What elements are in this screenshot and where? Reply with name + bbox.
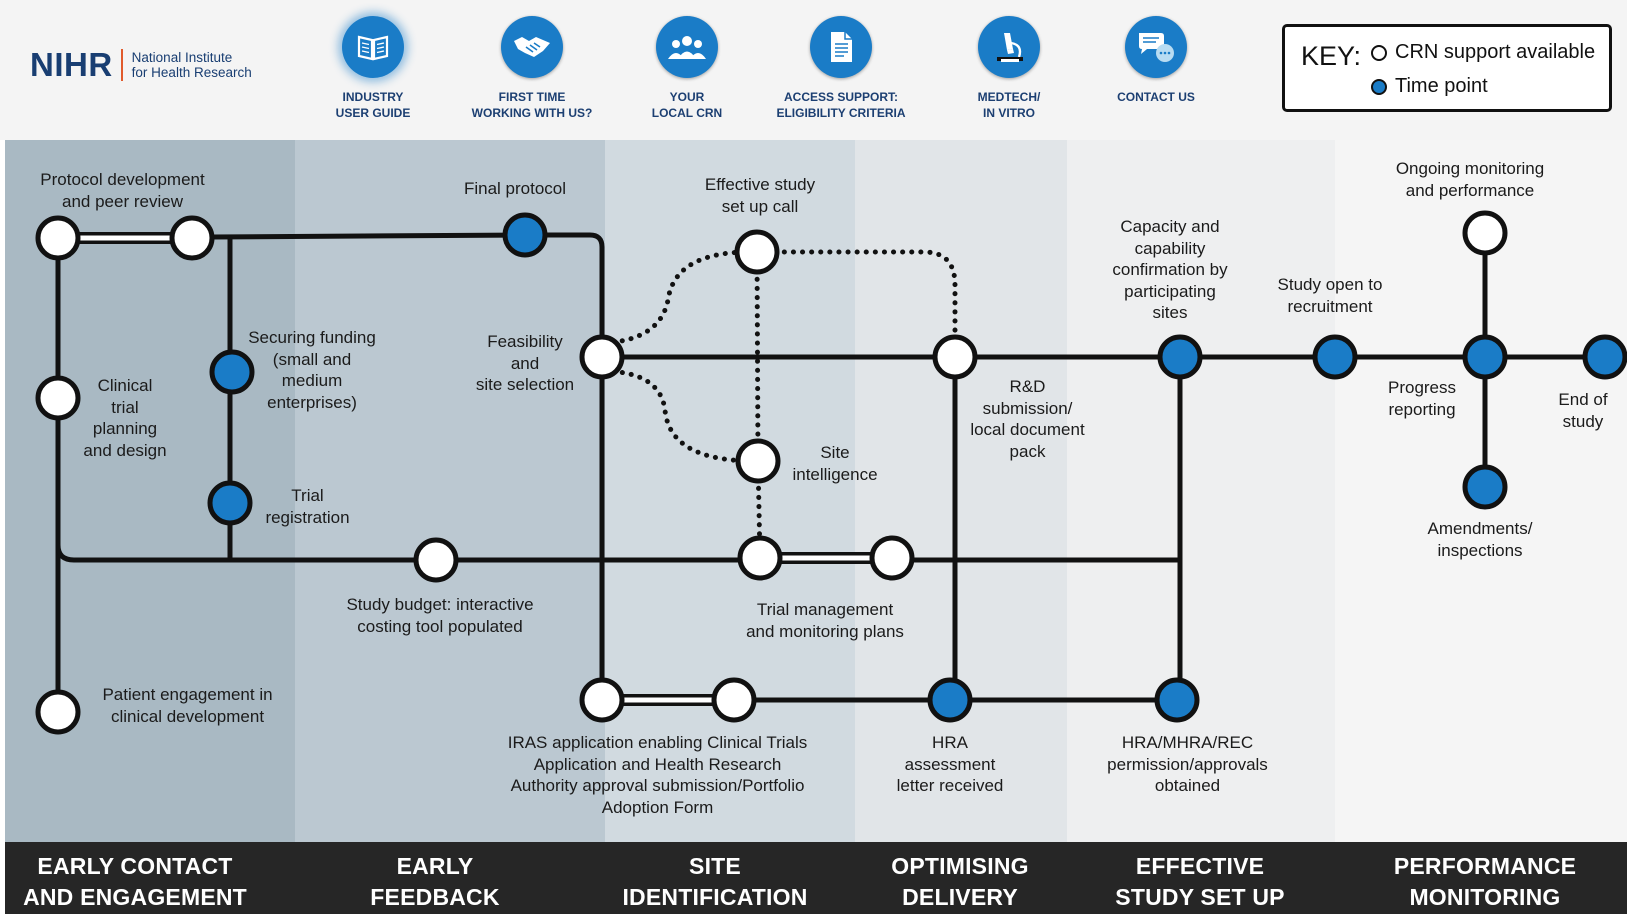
node-trial-mgmt-start: [737, 535, 783, 581]
nav-access-support[interactable]: ACCESS SUPPORT:ELIGIBILITY CRITERIA: [756, 16, 926, 121]
key-row-filled: Time point: [1371, 75, 1488, 98]
label-iras-application: IRAS application enabling Clinical Trial…: [507, 733, 808, 817]
path-top: [55, 232, 605, 703]
filled-circle-icon: [1371, 78, 1387, 95]
logo-wordmark: NIHR: [30, 46, 113, 83]
node-iras-end: [711, 677, 757, 723]
stage-bg-site-identification: [605, 140, 855, 842]
node-hra-letter: [927, 677, 973, 723]
label-progress-reporting: Progress reporting: [1387, 378, 1457, 419]
dotted-path: [601, 368, 761, 464]
node-patient-engagement: [35, 689, 81, 735]
label-trial-management: Trial management and monitoring plans: [746, 600, 904, 641]
path-middle: [55, 542, 1183, 563]
node-rd-submission: [932, 334, 978, 380]
node-protocol-start: [35, 215, 81, 261]
double-connector: [602, 697, 734, 703]
document-icon: [810, 16, 872, 78]
label-study-open: Study open to recruitment: [1277, 275, 1383, 316]
node-trial-mgmt-end: [869, 535, 915, 581]
microscope-icon: [978, 16, 1040, 78]
label-hra-mhra-rec: HRA/MHRA/REC permission/approvals obtain…: [1107, 733, 1268, 795]
nav-medtech-in-vitro[interactable]: MEDTECH/IN VITRO: [924, 16, 1094, 121]
node-iras-start: [579, 677, 625, 723]
stage-bg-optimising-delivery: [855, 140, 1067, 842]
label-securing-funding: Securing funding (small and medium enter…: [248, 328, 376, 412]
label-end-of-study: End of study: [1558, 390, 1608, 431]
stage-footer: [5, 842, 1627, 914]
label-trial-registration: Trial registration: [265, 486, 350, 527]
node-feasibility: [579, 334, 625, 380]
chat-bubbles-icon: [1125, 16, 1187, 78]
label-site-intelligence: Site intelligence: [792, 443, 878, 484]
book-icon: [342, 16, 404, 78]
node-ongoing-monitoring: [1462, 210, 1508, 256]
node-study-budget: [413, 537, 459, 583]
node-hra-mhra: [1154, 677, 1200, 723]
label-capacity: Capacity and capability confirmation by …: [1112, 217, 1228, 322]
stage-bg-effective-setup: [1067, 140, 1335, 842]
label-effective-call: Effective study set up call: [704, 175, 816, 216]
dotted-path: [601, 249, 760, 346]
double-connector: [760, 555, 892, 561]
stage-bg-early-feedback: [295, 140, 605, 842]
node-capacity: [1157, 334, 1203, 380]
label-amendments: Amendments/ inspections: [1427, 519, 1533, 560]
label-patient-engagement: Patient engagement in clinical developme…: [102, 685, 273, 726]
node-progress: [1462, 334, 1508, 380]
node-effective-call: [734, 229, 780, 275]
label-hra-letter: HRA assessment letter received: [896, 733, 1004, 795]
nav-contact-us[interactable]: CONTACT US: [1071, 16, 1241, 105]
dotted-path: [754, 249, 761, 463]
label-rd-submission: R&D submission/ local document pack: [970, 377, 1085, 461]
label-clinical-trial: Clinical trial planning and design: [83, 376, 167, 460]
node-site-intelligence: [735, 438, 781, 484]
double-connector: [58, 235, 192, 241]
label-feasibility: Feasibility and site selection: [475, 332, 575, 394]
node-final-protocol: [502, 212, 548, 258]
node-securing-funding: [209, 349, 255, 395]
dotted-path: [754, 249, 958, 351]
node-trial-registration: [207, 480, 253, 526]
node-amendments: [1462, 464, 1508, 510]
label-final-protocol: Final protocol: [463, 179, 567, 198]
node-study-open: [1312, 334, 1358, 380]
handshake-icon: [501, 16, 563, 78]
logo-divider: [120, 49, 123, 81]
key-row-open: CRN support available: [1371, 41, 1595, 64]
label-protocol-development: Protocol development and peer review: [40, 170, 205, 211]
node-protocol-end: [169, 215, 215, 261]
open-circle-icon: [1371, 44, 1387, 61]
key-filled-label: Time point: [1395, 75, 1488, 97]
label-ongoing-monitoring: Ongoing monitoring and performance: [1395, 159, 1545, 200]
legend-key: KEY: CRN support available Time point: [1282, 24, 1612, 112]
key-open-label: CRN support available: [1395, 41, 1596, 63]
key-title: KEY:: [1301, 41, 1362, 71]
nihr-logo[interactable]: NIHR National Institute for Health Resea…: [30, 46, 252, 84]
people-icon: [656, 16, 718, 78]
node-clinical-trial: [35, 375, 81, 421]
label-study-budget: Study budget: interactive costing tool p…: [346, 595, 534, 636]
node-end-of-study: [1582, 334, 1627, 380]
double-connectors: [58, 232, 892, 706]
logo-subtitle: National Institute for Health Research: [131, 50, 252, 80]
